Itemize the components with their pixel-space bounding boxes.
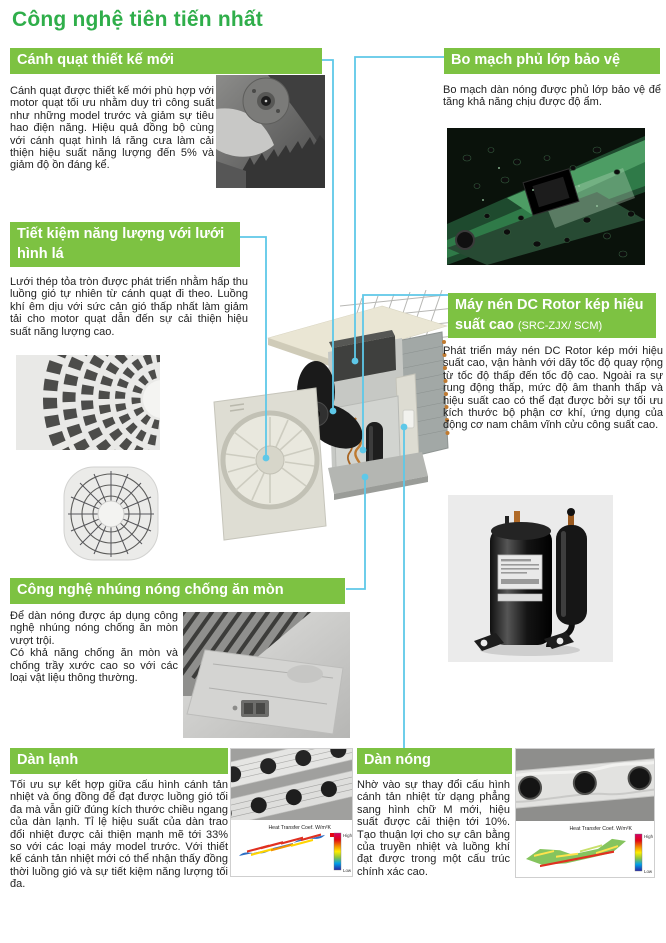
page-title: Công nghệ tiên tiến nhất [12, 8, 263, 32]
outdoor-chart-low-label: Low [644, 869, 653, 874]
indoor-fin-photo [231, 749, 352, 820]
section-header-indoor-coil: Dàn lạnh [10, 748, 228, 774]
indoor-chart-title: Heat Transfer Coef. W/m²K [268, 825, 331, 831]
outdoor-chart-high-label: High [644, 834, 654, 839]
compressor-photo [448, 495, 613, 662]
fan-grille-photo [62, 465, 160, 562]
outdoor-heat-transfer-chart: Heat Transfer Coef. W/m²K High Low [516, 821, 654, 877]
section-body-indoor-coil: Tối ưu sự kết hợp giữa cấu hình cánh tản… [10, 779, 228, 891]
section-body-compressor: Phát triển máy nén DC Rotor kép mới hiệu… [443, 345, 663, 432]
section-header-coating: Công nghệ nhúng nóng chống ăn mòn [10, 578, 345, 604]
section-header-pcb: Bo mạch phủ lớp bảo vệ [444, 48, 660, 74]
section-header-compressor-subtitle: (SRC-ZJX/ SCM) [518, 320, 602, 332]
section-body-fan-blade: Cánh quạt được thiết kế mới phù hợp với … [10, 85, 214, 172]
indoor-chart-low-label: Low [343, 868, 352, 873]
fan-blade-photo [216, 75, 325, 188]
section-header-fan-blade: Cánh quạt thiết kế mới [10, 48, 322, 74]
outdoor-unit-exploded-diagram [210, 290, 455, 545]
outdoor-chart-title: Heat Transfer Coef. W/m²K [569, 826, 632, 832]
section-header-compressor: Máy nén DC Rotor kép hiệu suất cao (SRC-… [448, 293, 656, 338]
section-header-grille: Tiết kiệm năng lượng với lưới hình lá [10, 222, 240, 267]
indoor-chart-high-label: High [343, 833, 352, 838]
section-body-pcb: Bo mạch dàn nóng được phủ lớp bảo vệ để … [443, 84, 661, 109]
base-pan-coating-photo [183, 612, 350, 738]
section-header-outdoor-coil: Dàn nóng [357, 748, 512, 774]
section-body-coating: Để dàn nóng được áp dụng công nghệ nhúng… [10, 610, 178, 684]
circuit-board-photo [447, 128, 645, 265]
indoor-heat-transfer-chart: Heat Transfer Coef. W/m²K High Low [231, 820, 352, 876]
outdoor-fin-figure: Heat Transfer Coef. W/m²K High Low [515, 748, 655, 878]
leaf-grille-closeup-photo [16, 355, 160, 450]
indoor-fin-figure: Heat Transfer Coef. W/m²K High Low [230, 748, 353, 877]
outdoor-fin-photo [516, 749, 654, 821]
section-body-outdoor-coil: Nhờ vào sự thay đổi cấu hình cánh tản nh… [357, 779, 510, 878]
